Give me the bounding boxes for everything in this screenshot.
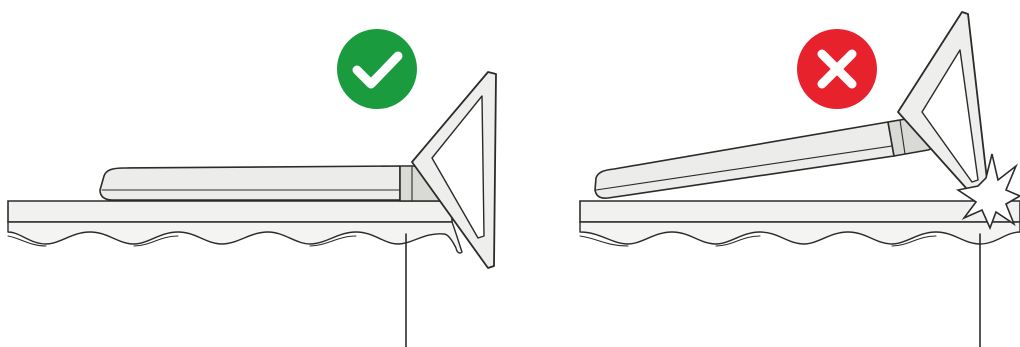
stand-correct [411, 71, 497, 269]
check-badge-circle [337, 29, 417, 109]
cross-badge [797, 29, 877, 109]
panel-correct [7, 29, 497, 347]
cross-icon [817, 49, 857, 89]
device-correct [99, 165, 445, 202]
impact-burst-icon [955, 153, 1020, 231]
table-incorrect [579, 200, 1020, 347]
check-badge [337, 29, 417, 109]
check-icon [352, 51, 403, 89]
table-correct [7, 200, 463, 347]
stand-incorrect [897, 11, 991, 209]
device-incorrect [594, 115, 935, 199]
panel-incorrect [579, 11, 1020, 347]
